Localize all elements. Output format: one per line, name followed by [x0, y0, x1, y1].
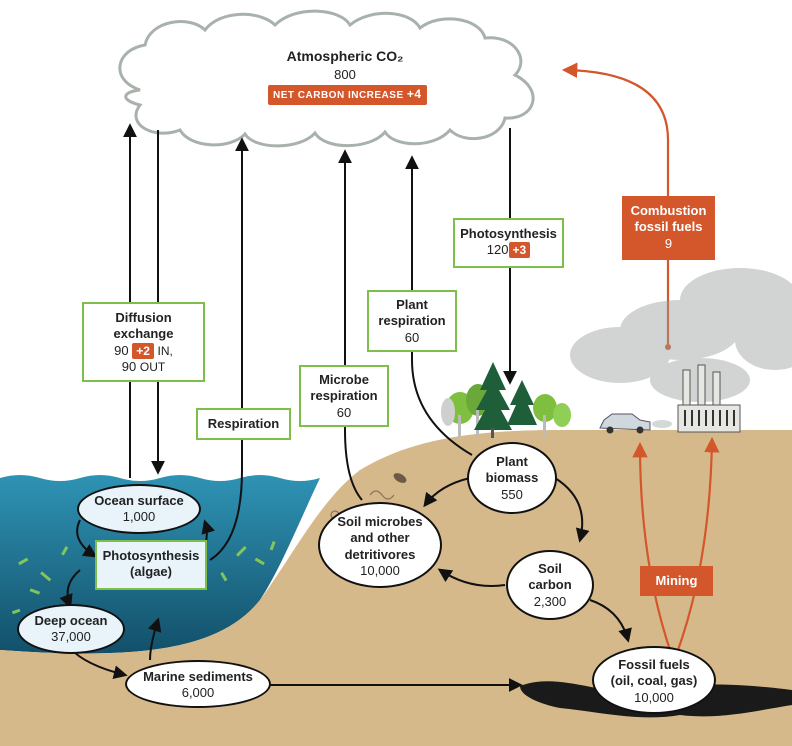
marine-sediments-pool: Marine sediments 6,000 [125, 660, 271, 708]
combustion-line2: fossil fuels [634, 219, 703, 235]
fossil-fuels-value: 10,000 [634, 689, 674, 705]
respiration-box: Respiration [196, 408, 291, 440]
fossil-fuels-line1: Fossil fuels [618, 657, 690, 672]
car [599, 413, 672, 434]
soil-microbes-line3: detritivores [344, 546, 416, 562]
soil-carbon-value: 2,300 [533, 593, 567, 609]
combustion-box: Combustion fossil fuels 9 [622, 196, 715, 260]
deep-ocean-pool: Deep ocean 37,000 [17, 604, 125, 654]
ocean-surface-value: 1,000 [122, 509, 156, 525]
soil-carbon-line1: Soil [538, 561, 562, 576]
plant-respiration-box: Plant respiration 60 [367, 290, 457, 352]
algae-line2: (algae) [130, 564, 172, 580]
atmosphere-title: Atmospheric CO₂ [286, 48, 404, 64]
photosynthesis-box: Photosynthesis 120+3 [453, 218, 564, 268]
plant-resp-value: 60 [404, 329, 420, 345]
plant-biomass-line1: Plant [496, 454, 528, 469]
soil-microbes-value: 10,000 [360, 562, 400, 578]
soil-carbon-pool: Soil carbon 2,300 [506, 550, 594, 620]
algae-line1: Photosynthesis [102, 548, 200, 563]
plant-resp-line1: Plant [396, 297, 428, 312]
diffusion-exchange-box: Diffusion exchange 90 +2 IN, 90 OUT [82, 302, 205, 382]
fossil-fuels-pool: Fossil fuels (oil, coal, gas) 10,000 [592, 646, 716, 714]
factory [677, 364, 741, 433]
fossil-fuels-line2: (oil, coal, gas) [610, 673, 698, 689]
plant-biomass-line2: biomass [485, 470, 539, 486]
net-carbon-badge: NET CARBON INCREASE +4 [268, 84, 427, 105]
photosynthesis-delta: +3 [508, 242, 531, 259]
marine-sediments-title: Marine sediments [143, 669, 253, 684]
deep-ocean-value: 37,000 [51, 629, 91, 645]
mining-title: Mining [655, 573, 698, 588]
microbe-respiration-box: Microbe respiration 60 [299, 365, 389, 427]
plant-biomass-pool: Plant biomass 550 [467, 442, 557, 514]
diffusion-title-line1: Diffusion [115, 310, 172, 325]
plant-biomass-value: 550 [501, 486, 523, 502]
combustion-line1: Combustion [630, 203, 707, 218]
microbe-resp-value: 60 [336, 404, 352, 420]
combustion-value: 9 [664, 235, 673, 251]
algae-photosynthesis-box: Photosynthesis (algae) [95, 540, 207, 590]
soil-microbes-line1: Soil microbes [337, 514, 423, 529]
diffusion-title-line2: exchange [113, 326, 174, 342]
deep-ocean-title: Deep ocean [34, 613, 108, 628]
soil-microbes-pool: Soil microbes and other detritivores 10,… [318, 502, 442, 588]
diffusion-in-value: 90 [114, 342, 129, 358]
forest [441, 362, 571, 438]
photosynthesis-title: Photosynthesis [460, 226, 557, 241]
diffusion-out-value: 90 [121, 358, 137, 374]
ocean-surface-title: Ocean surface [94, 493, 184, 508]
microbe-resp-line2: respiration [310, 388, 378, 404]
microbe-resp-line1: Microbe [319, 372, 369, 387]
marine-sediments-value: 6,000 [181, 685, 215, 701]
photosynthesis-value: 120 [486, 242, 509, 258]
atmosphere-value: 800 [334, 67, 356, 82]
diffusion-out-label: OUT [139, 359, 166, 374]
net-carbon-value: +4 [406, 87, 422, 101]
soil-microbes-line2: and other [350, 530, 410, 546]
soil-carbon-line2: carbon [528, 577, 572, 593]
cloud-shape [118, 9, 535, 148]
mining-box: Mining [640, 566, 713, 596]
respiration-title: Respiration [207, 416, 280, 431]
ocean-surface-pool: Ocean surface 1,000 [77, 484, 201, 534]
diffusion-in-delta: +2 [132, 342, 154, 359]
diffusion-in-label: IN, [157, 343, 173, 358]
plant-resp-line2: respiration [378, 313, 446, 329]
net-carbon-label: NET CARBON INCREASE [273, 90, 404, 101]
